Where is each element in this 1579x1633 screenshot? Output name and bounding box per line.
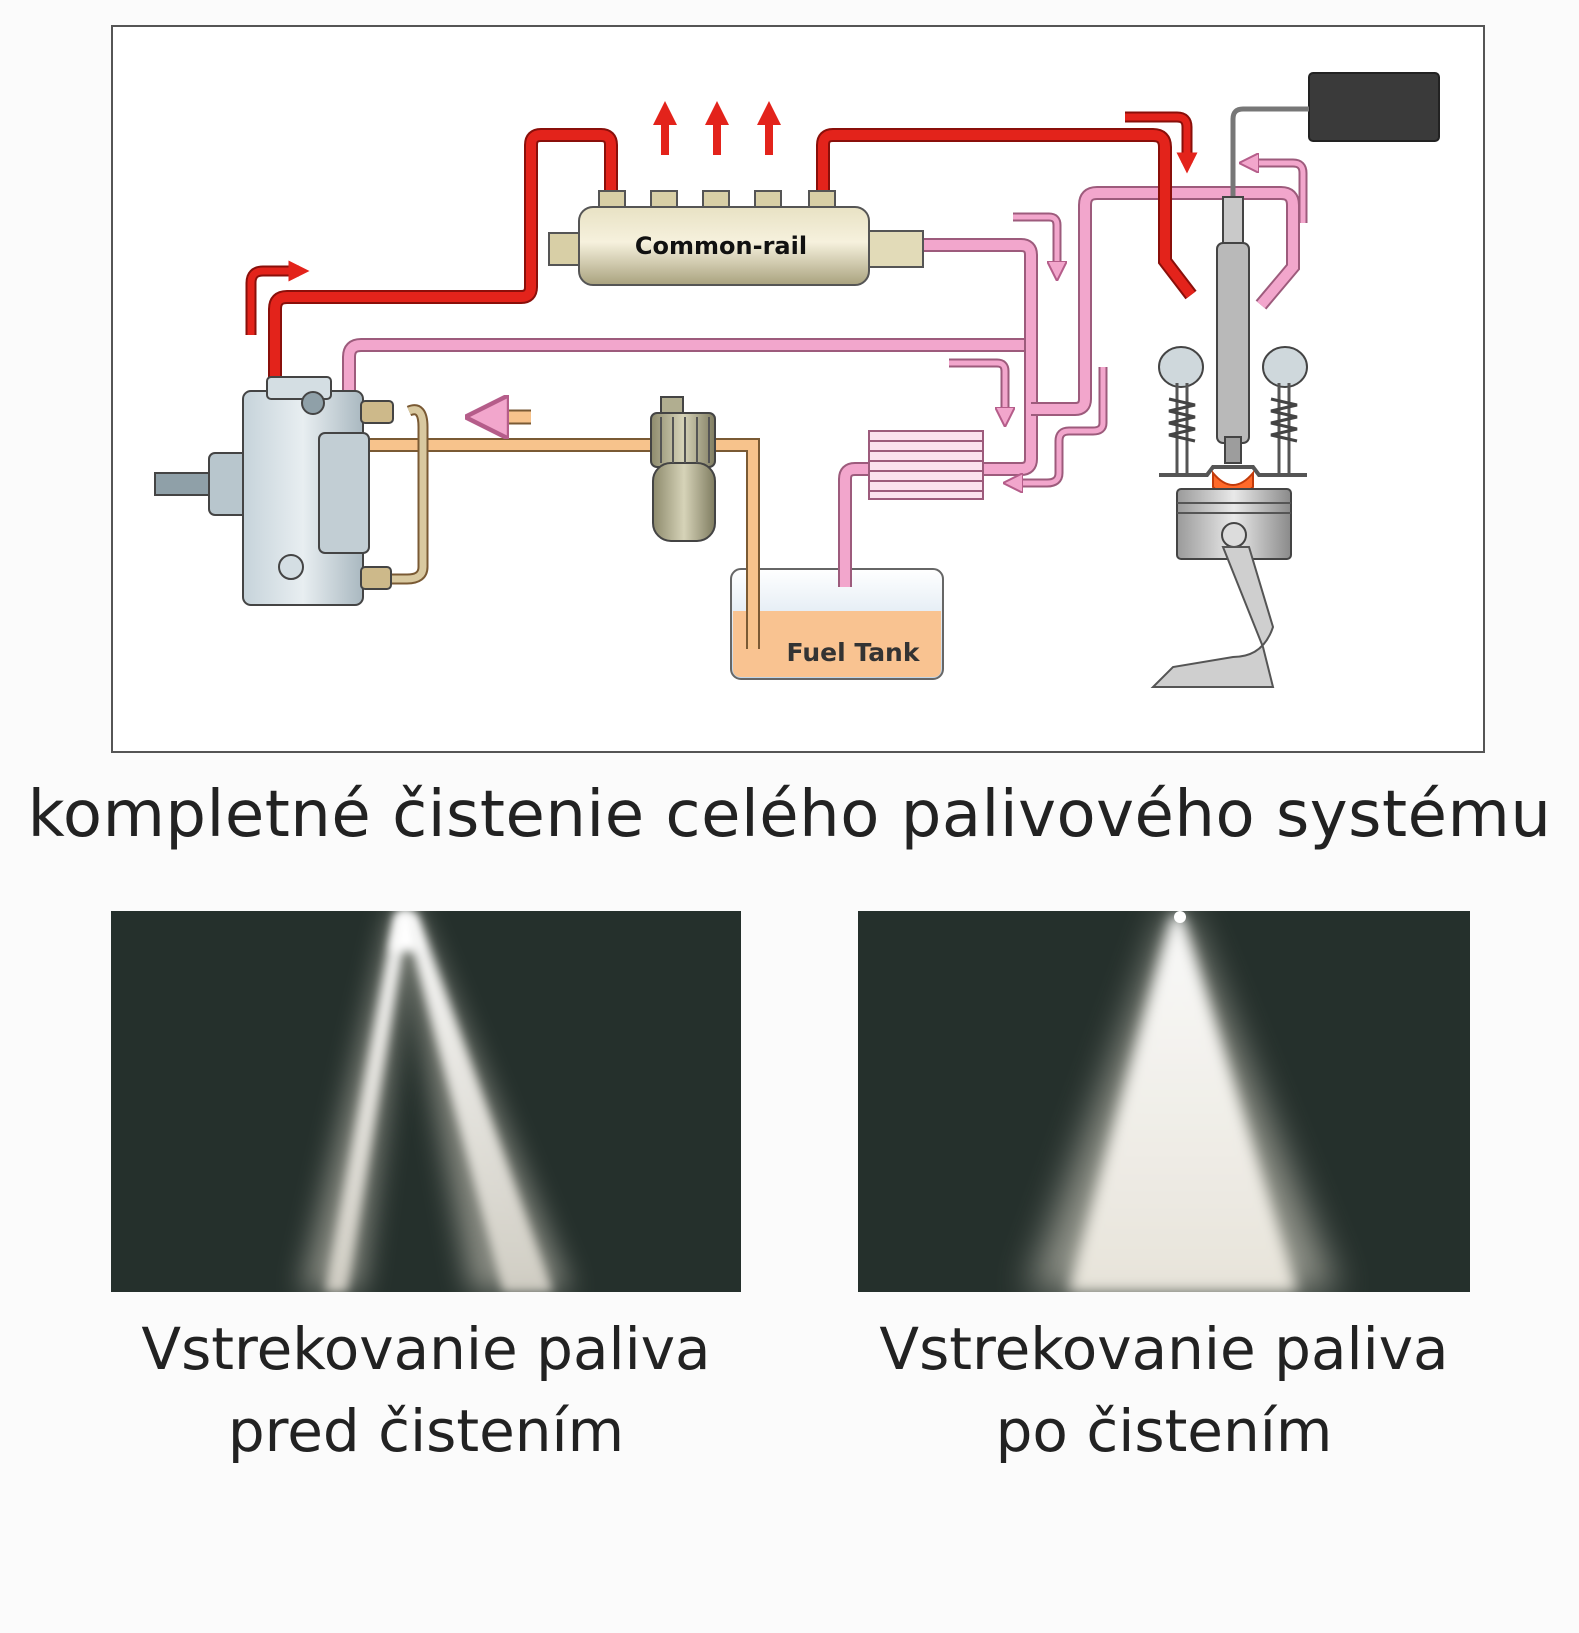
- main-caption: kompletné čistenie celého palivového sys…: [27, 778, 1552, 852]
- spray-before-label: Vstrekovanie paliva pred čistením: [111, 1308, 741, 1472]
- spray-photo-after: [858, 911, 1470, 1292]
- high-pressure-pump: [154, 376, 394, 606]
- fuel-tank: Fuel Tank: [730, 568, 944, 680]
- fuel-filter: [650, 396, 716, 542]
- high-pressure-lines: [245, 101, 1198, 437]
- diagram-canvas: Fuel Tank: [154, 72, 1440, 688]
- ecu-box: [1230, 72, 1440, 197]
- spray-after-line2: po čistením: [995, 1397, 1333, 1465]
- spray-after-line1: Vstrekovanie paliva: [879, 1315, 1449, 1383]
- spray-before-image: [111, 911, 741, 1292]
- spray-after-image: [858, 911, 1470, 1292]
- fuel-system-diagram: Fuel Tank: [111, 25, 1485, 753]
- spray-before-line1: Vstrekovanie paliva: [141, 1315, 711, 1383]
- fuel-tank-label: Fuel Tank: [787, 638, 921, 667]
- fuel-cooler: [868, 430, 984, 500]
- spray-photo-before: [111, 911, 741, 1292]
- spray-before-line2: pred čistením: [227, 1397, 625, 1465]
- injector-engine: [1150, 196, 1308, 688]
- spray-after-label: Vstrekovanie paliva po čistením: [858, 1308, 1470, 1472]
- common-rail-label: Common-rail: [635, 232, 807, 260]
- common-rail: Common-rail: [548, 190, 924, 286]
